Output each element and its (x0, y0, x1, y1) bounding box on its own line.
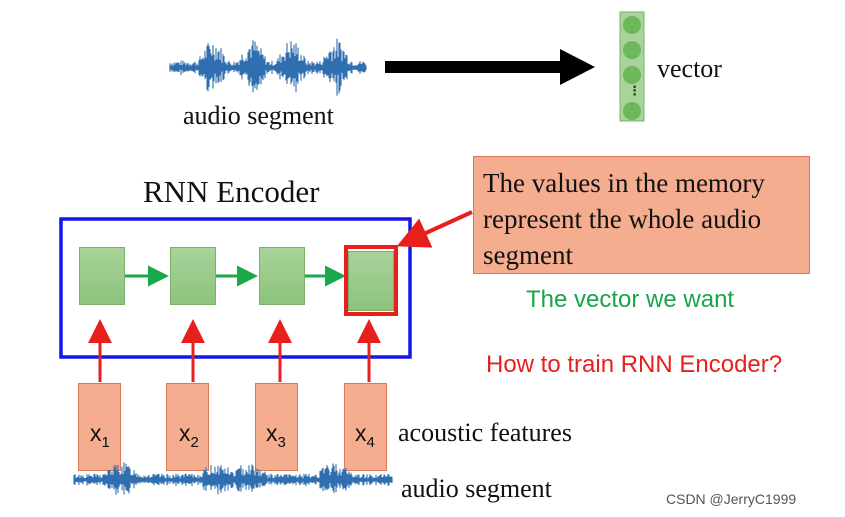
watermark: CSDN @JerryC1999 (666, 491, 797, 507)
input-box-2 (166, 383, 209, 471)
rnn-cell-4 (348, 251, 394, 311)
memory-line-3: segment (483, 240, 573, 270)
last-cell-highlight (344, 245, 398, 316)
acoustic-features-label: acoustic features (398, 418, 572, 447)
input-box-3 (255, 383, 298, 471)
input-label-2: x2 (179, 420, 199, 451)
audio-waveform-bottom (73, 462, 393, 495)
audio-waveform-top (169, 38, 367, 96)
rnn-cell-1 (79, 247, 125, 305)
rnn-cell-3 (259, 247, 305, 305)
input-box-1 (78, 383, 121, 471)
memory-line-1: The values in the memory (483, 168, 765, 198)
encoder-title: RNN Encoder (143, 174, 320, 209)
big-arrow-icon (385, 49, 595, 85)
input-label-1: x1 (90, 420, 110, 451)
memory-line-2: represent the whole audio (483, 204, 762, 234)
input-label-3: x3 (266, 420, 286, 451)
audio-segment-label-bottom: audio segment (401, 474, 552, 503)
input-label-4: x4 (355, 420, 375, 451)
vector-ellipsis: ⋮ (628, 83, 641, 98)
input-box-4 (344, 383, 387, 471)
waveform-trace (73, 462, 393, 495)
encoder-box (59, 217, 412, 359)
vector-column (619, 11, 645, 122)
vector-we-want-label: The vector we want (526, 286, 735, 313)
how-to-train-label: How to train RNN Encoder? (486, 351, 783, 378)
vector-label: vector (657, 54, 722, 83)
audio-segment-label-top: audio segment (183, 101, 334, 130)
rnn-cell-2 (170, 247, 216, 305)
input-arrows (88, 319, 381, 382)
memory-note: The values in the memory represent the w… (473, 156, 810, 274)
memory-pointer-arrow (396, 210, 473, 248)
